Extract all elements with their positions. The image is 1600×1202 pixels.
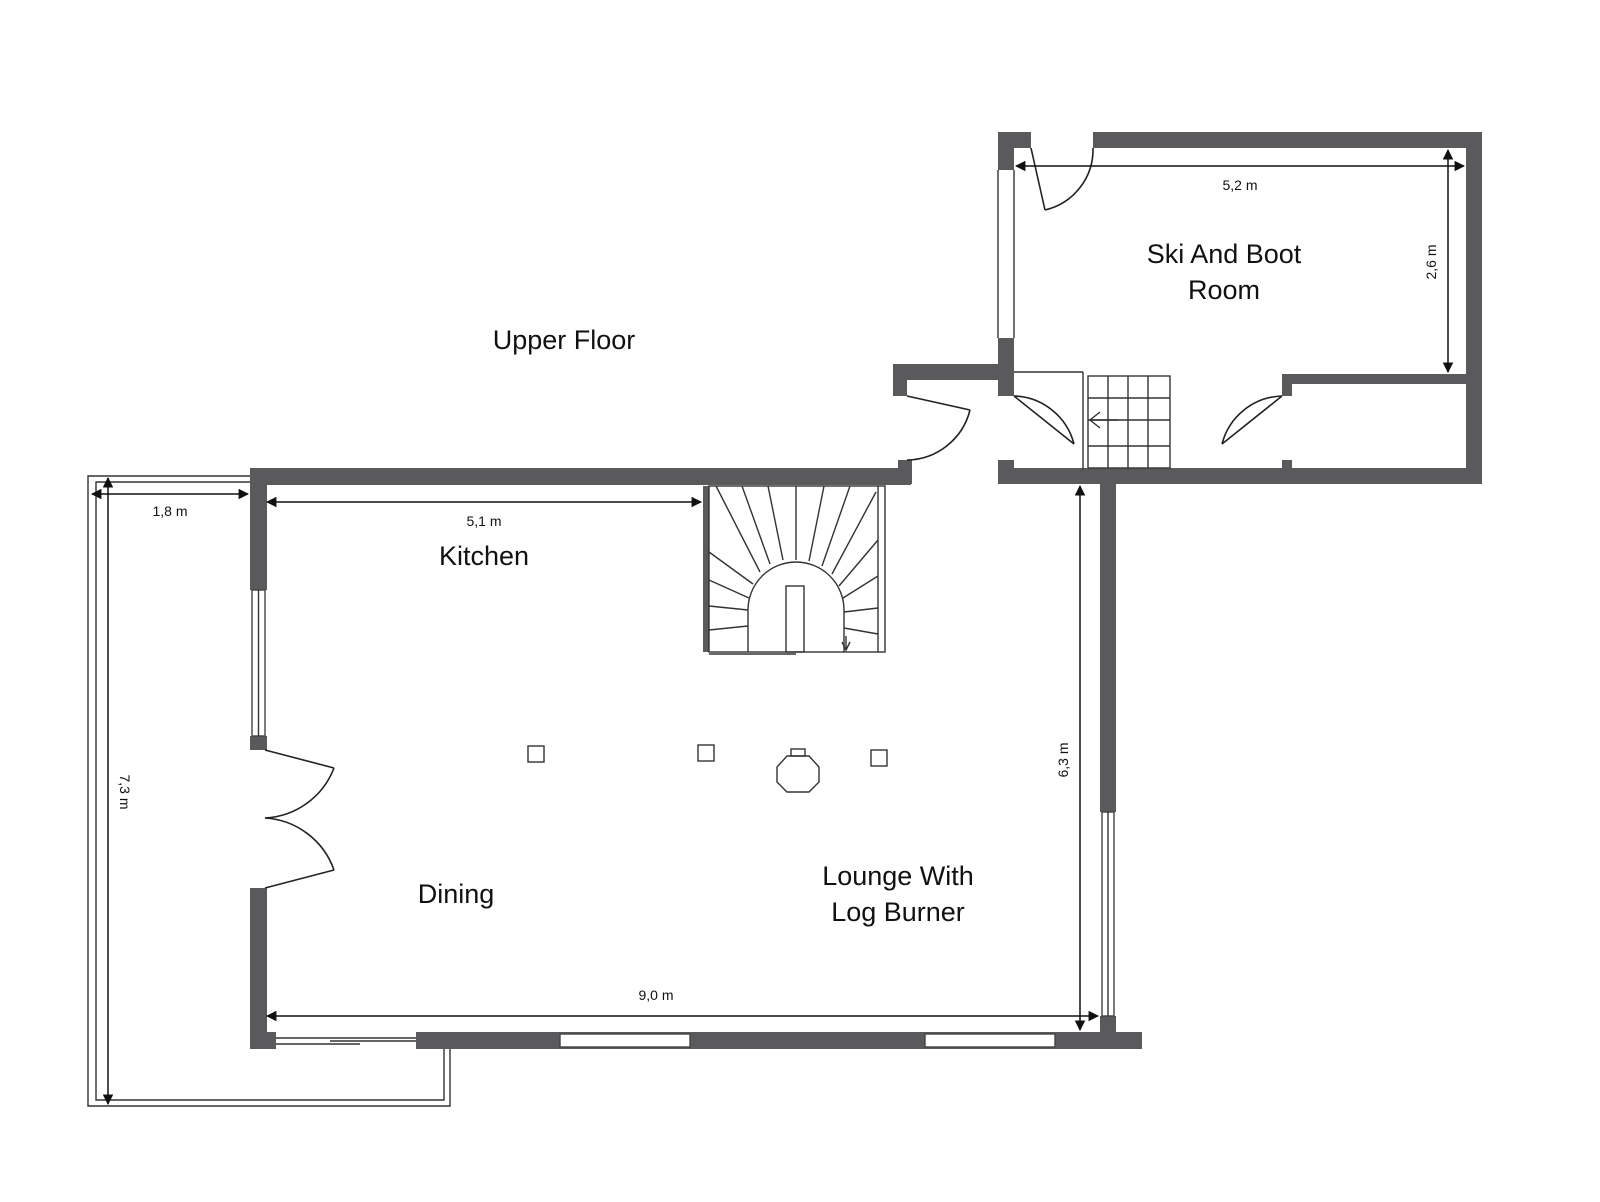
column-marker-3 xyxy=(870,749,888,767)
column-marker-1 xyxy=(527,745,545,763)
dim-label-lounge-depth: 6,3 m xyxy=(1055,742,1071,777)
floor-title: Upper Floor xyxy=(493,325,636,355)
sliding-door xyxy=(276,1037,416,1045)
column-marker-2 xyxy=(697,744,715,762)
window-bottom-right xyxy=(924,1033,1056,1048)
room-label-kitchen: Kitchen xyxy=(439,541,529,571)
wall-closet-jamb-low xyxy=(1282,460,1292,476)
room-label-dining: Dining xyxy=(418,879,495,909)
wall-entry-jamb-upper xyxy=(893,364,907,396)
straight-staircase xyxy=(1087,375,1171,469)
wall-top-main xyxy=(250,468,911,485)
log-burner xyxy=(776,748,820,793)
wall-ski-left-top xyxy=(998,132,1014,170)
wall-ski-top-right xyxy=(1093,132,1482,148)
entry-door xyxy=(906,395,971,461)
double-door-balcony xyxy=(264,749,335,889)
room-label-lounge-line2: Log Burner xyxy=(831,897,965,927)
dim-label-ski-width: 5,2 m xyxy=(1222,177,1257,193)
room-label-lounge-line1: Lounge With xyxy=(822,861,974,891)
window-bottom-left xyxy=(559,1033,691,1048)
windows xyxy=(251,170,1115,1048)
wall-right-lower xyxy=(1100,1016,1116,1049)
wall-closet-jamb xyxy=(1282,374,1292,396)
spiral-staircase xyxy=(703,485,886,655)
wall-ski-right xyxy=(1466,132,1482,484)
dim-label-balcony-length: 7,3 m xyxy=(117,774,133,809)
dim-label-balcony-width: 1,8 m xyxy=(152,503,187,519)
wall-ski-left-mid xyxy=(998,338,1014,396)
dim-label-ski-depth: 2,6 m xyxy=(1423,244,1439,279)
wall-left-lower xyxy=(250,888,267,1049)
dimension-lines xyxy=(90,148,1466,1106)
ski-room-door-top xyxy=(1030,147,1094,211)
doors xyxy=(264,147,1283,889)
closet-door xyxy=(1221,395,1283,445)
wall-closet-top xyxy=(1282,374,1474,384)
room-label-ski-line1: Ski And Boot xyxy=(1147,239,1302,269)
fixtures xyxy=(527,744,888,793)
dim-label-main-width: 9,0 m xyxy=(638,987,673,1003)
wall-right-upper xyxy=(1100,482,1116,812)
wall-left-upper xyxy=(250,468,267,590)
balcony-outline xyxy=(87,475,451,1107)
wall-left-mid xyxy=(250,736,267,750)
wall-bottom-left xyxy=(250,1032,276,1049)
room-label-ski-line2: Room xyxy=(1188,275,1260,305)
hall-door xyxy=(1013,371,1084,470)
wall-entry-top xyxy=(893,364,999,380)
dim-label-kitchen-width: 5,1 m xyxy=(466,513,501,529)
wall-entry-jamb-lower xyxy=(898,460,912,484)
wall-ski-bottom xyxy=(998,468,1482,484)
